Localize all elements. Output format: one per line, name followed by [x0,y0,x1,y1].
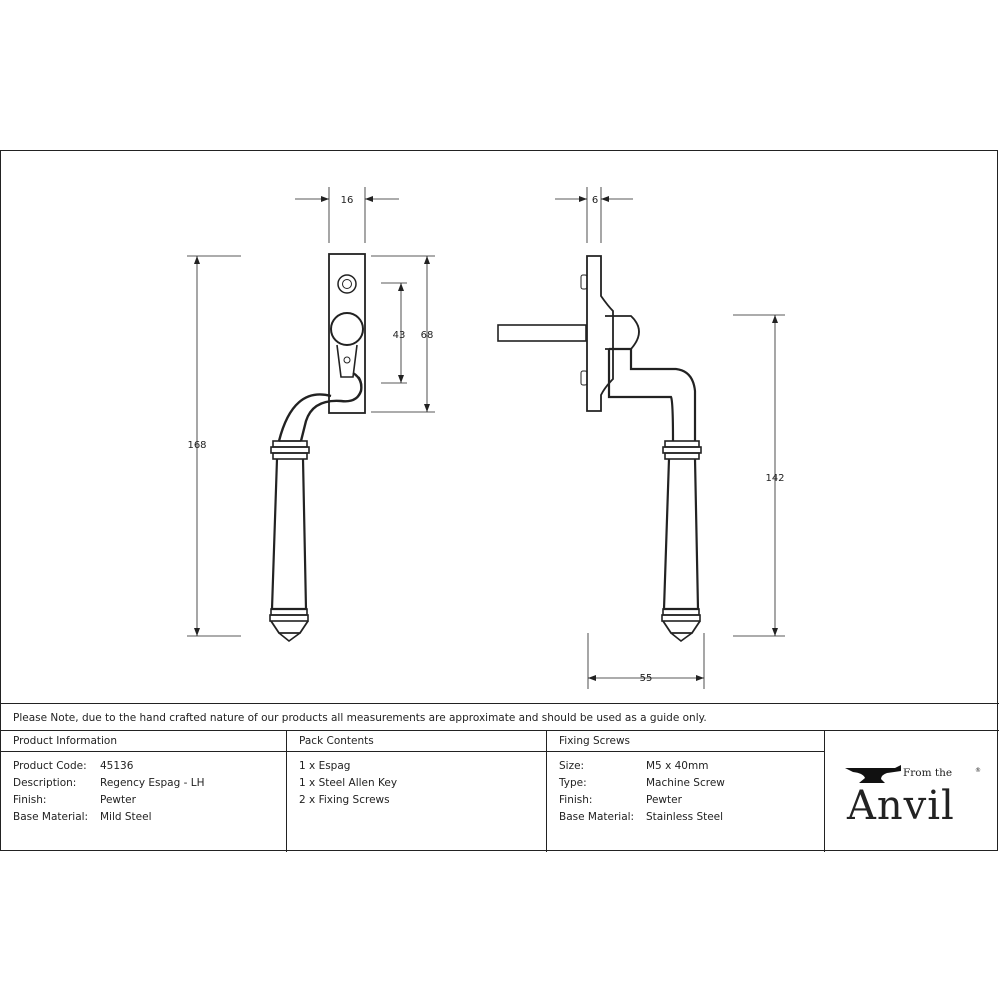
info-value: Mild Steel [100,811,152,823]
dim-plate-height: 68 [421,330,434,341]
logo-small-text: From the [903,767,953,779]
info-label: Product Code: [13,760,87,772]
screw-value: Stainless Steel [646,811,724,823]
pack-contents-heading: Pack Contents [287,731,546,752]
anvil-icon [845,765,901,783]
anvil-logo: From the Anvil ® [825,731,999,852]
info-table: Product Information Product Code: 45136 … [1,731,999,852]
screw-label: Size: [559,760,585,772]
screw-label: Type: [559,777,587,789]
logo-registered-mark: ® [975,767,981,774]
dim-side-depth: 6 [592,195,598,206]
info-row: Base Material: Mild Steel [13,811,286,828]
dim-front-height: 168 [187,440,206,451]
info-row: Product Code: 45136 [13,760,286,777]
screw-value: Machine Screw [646,777,725,789]
info-label: Finish: [13,794,47,806]
dim-side-height: 142 [765,473,784,484]
info-row: Finish: Pewter [13,794,286,811]
pack-contents-section: Pack Contents 1 x Espag 1 x Steel Allen … [287,731,547,852]
logo-brand-text: Anvil [847,783,955,829]
screw-value: Pewter [646,794,682,806]
dim-projection: 55 [640,673,653,684]
screw-label: Finish: [559,794,593,806]
info-row: Description: Regency Espag - LH [13,777,286,794]
technical-drawing-sheet: 16 6 168 68 43 142 55 Please Note, due t… [0,150,999,852]
measurement-note: Please Note, due to the hand crafted nat… [1,703,999,731]
side-view-handle [497,255,702,643]
screw-value: M5 x 40mm [646,760,709,772]
screw-label: Base Material: [559,811,635,823]
info-value: 45136 [100,760,134,772]
pack-item: 2 x Fixing Screws [299,794,390,806]
dim-front-width: 16 [341,195,354,206]
pack-item: 1 x Espag [299,760,351,772]
info-value: Regency Espag - LH [100,777,205,789]
screw-row: Finish: Pewter [559,794,824,811]
info-label: Base Material: [13,811,89,823]
dim-hole-spacing: 43 [393,330,406,341]
front-view-handle [269,253,366,643]
screw-row: Type: Machine Screw [559,777,824,794]
pack-item: 1 x Steel Allen Key [299,777,398,789]
info-label: Description: [13,777,77,789]
screw-row: Base Material: Stainless Steel [559,811,824,828]
product-drawing: 16 6 168 68 43 142 55 [187,187,785,689]
fixing-screws-section: Fixing Screws Size: M5 x 40mm Type: Mach… [547,731,825,852]
product-information-heading: Product Information [1,731,286,752]
screw-row: Size: M5 x 40mm [559,760,824,777]
fixing-screws-heading: Fixing Screws [547,731,824,752]
info-value: Pewter [100,794,136,806]
product-information-section: Product Information Product Code: 45136 … [1,731,287,852]
